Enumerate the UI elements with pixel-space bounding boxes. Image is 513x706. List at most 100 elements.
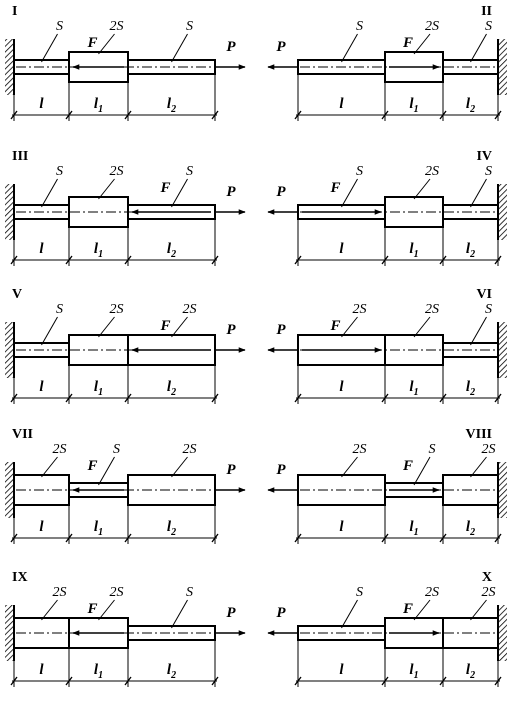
wall-hatch bbox=[5, 184, 14, 240]
area-label: S bbox=[56, 19, 63, 34]
force-p-label: P bbox=[226, 39, 236, 55]
wall-hatch bbox=[498, 605, 507, 661]
area-label: S bbox=[186, 164, 193, 179]
length-label: l2 bbox=[167, 519, 176, 538]
area-label: 2S bbox=[110, 164, 124, 179]
area-leader bbox=[341, 456, 358, 478]
dimension-tick bbox=[10, 393, 18, 403]
dimension-tick bbox=[211, 676, 219, 686]
area-label: S bbox=[485, 164, 492, 179]
wall-hatch bbox=[5, 322, 14, 378]
area-leader bbox=[41, 456, 58, 478]
scheme-numeral: VIII bbox=[466, 427, 492, 442]
dimension-tick bbox=[381, 393, 389, 403]
length-label: l2 bbox=[167, 96, 176, 115]
dimension-tick bbox=[124, 255, 132, 265]
area-label: 2S bbox=[353, 442, 367, 457]
length-label: l2 bbox=[466, 662, 475, 681]
wall-hatch bbox=[498, 39, 507, 95]
length-label: l2 bbox=[466, 519, 475, 538]
area-label: S bbox=[56, 302, 63, 317]
dimension-tick bbox=[294, 676, 302, 686]
force-f-label: F bbox=[402, 35, 413, 51]
area-label: 2S bbox=[353, 302, 367, 317]
force-p-label: P bbox=[226, 184, 236, 200]
dimension-tick bbox=[494, 676, 502, 686]
force-p-label: P bbox=[276, 39, 286, 55]
length-label: l2 bbox=[167, 379, 176, 398]
force-f-label: F bbox=[86, 35, 97, 51]
area-label: S bbox=[56, 164, 63, 179]
area-label: S bbox=[485, 302, 492, 317]
length-label: l1 bbox=[94, 379, 103, 398]
force-f-label: F bbox=[329, 180, 340, 196]
dimension-tick bbox=[294, 255, 302, 265]
dimension-tick bbox=[439, 393, 447, 403]
dimension-tick bbox=[494, 110, 502, 120]
area-leader bbox=[470, 316, 487, 346]
scheme-numeral: VI bbox=[476, 287, 492, 302]
length-label: l bbox=[339, 96, 344, 112]
wall-hatch bbox=[5, 605, 14, 661]
length-label: l bbox=[339, 519, 344, 535]
scheme-numeral: X bbox=[482, 570, 492, 585]
force-p-label: P bbox=[276, 605, 286, 621]
dimension-tick bbox=[494, 393, 502, 403]
area-leader bbox=[470, 178, 487, 208]
area-leader bbox=[341, 33, 358, 63]
area-leader bbox=[470, 33, 487, 63]
dimension-tick bbox=[381, 676, 389, 686]
dimension-tick bbox=[10, 533, 18, 543]
area-leader bbox=[171, 33, 188, 63]
force-f-label: F bbox=[86, 601, 97, 617]
dimension-tick bbox=[124, 393, 132, 403]
area-label: S bbox=[113, 442, 120, 457]
scheme-numeral: III bbox=[12, 149, 28, 164]
area-leader bbox=[341, 599, 358, 629]
area-leader bbox=[413, 599, 431, 621]
area-label: 2S bbox=[482, 442, 496, 457]
length-label: l2 bbox=[167, 662, 176, 681]
dimension-tick bbox=[381, 255, 389, 265]
length-label: l bbox=[39, 379, 44, 395]
dimension-tick bbox=[494, 533, 502, 543]
scheme-numeral: IV bbox=[476, 149, 492, 164]
area-label: S bbox=[356, 19, 363, 34]
force-f-label: F bbox=[402, 458, 413, 474]
dimension-tick bbox=[381, 533, 389, 543]
force-f-label: F bbox=[86, 458, 97, 474]
dimension-tick bbox=[211, 255, 219, 265]
length-label: l1 bbox=[94, 241, 103, 260]
area-leader bbox=[98, 456, 115, 486]
area-label: S bbox=[485, 19, 492, 34]
length-label: l1 bbox=[409, 519, 418, 538]
area-leader bbox=[470, 599, 487, 621]
area-leader bbox=[171, 599, 188, 629]
dimension-tick bbox=[439, 110, 447, 120]
area-leader bbox=[341, 316, 358, 338]
area-leader bbox=[171, 178, 188, 208]
dimension-tick bbox=[65, 676, 73, 686]
dimension-tick bbox=[294, 393, 302, 403]
force-f-label: F bbox=[159, 180, 170, 196]
scheme-numeral: VII bbox=[12, 427, 33, 442]
dimension-tick bbox=[65, 110, 73, 120]
area-label: S bbox=[186, 585, 193, 600]
bar-section bbox=[68, 334, 129, 366]
dimension-tick bbox=[439, 533, 447, 543]
area-leader bbox=[41, 316, 58, 346]
area-label: 2S bbox=[53, 442, 67, 457]
area-label: 2S bbox=[183, 442, 197, 457]
length-label: l1 bbox=[94, 519, 103, 538]
scheme-numeral: V bbox=[12, 287, 22, 302]
length-label: l2 bbox=[466, 379, 475, 398]
wall-hatch bbox=[498, 184, 507, 240]
dimension-tick bbox=[10, 110, 18, 120]
length-label: l1 bbox=[94, 662, 103, 681]
